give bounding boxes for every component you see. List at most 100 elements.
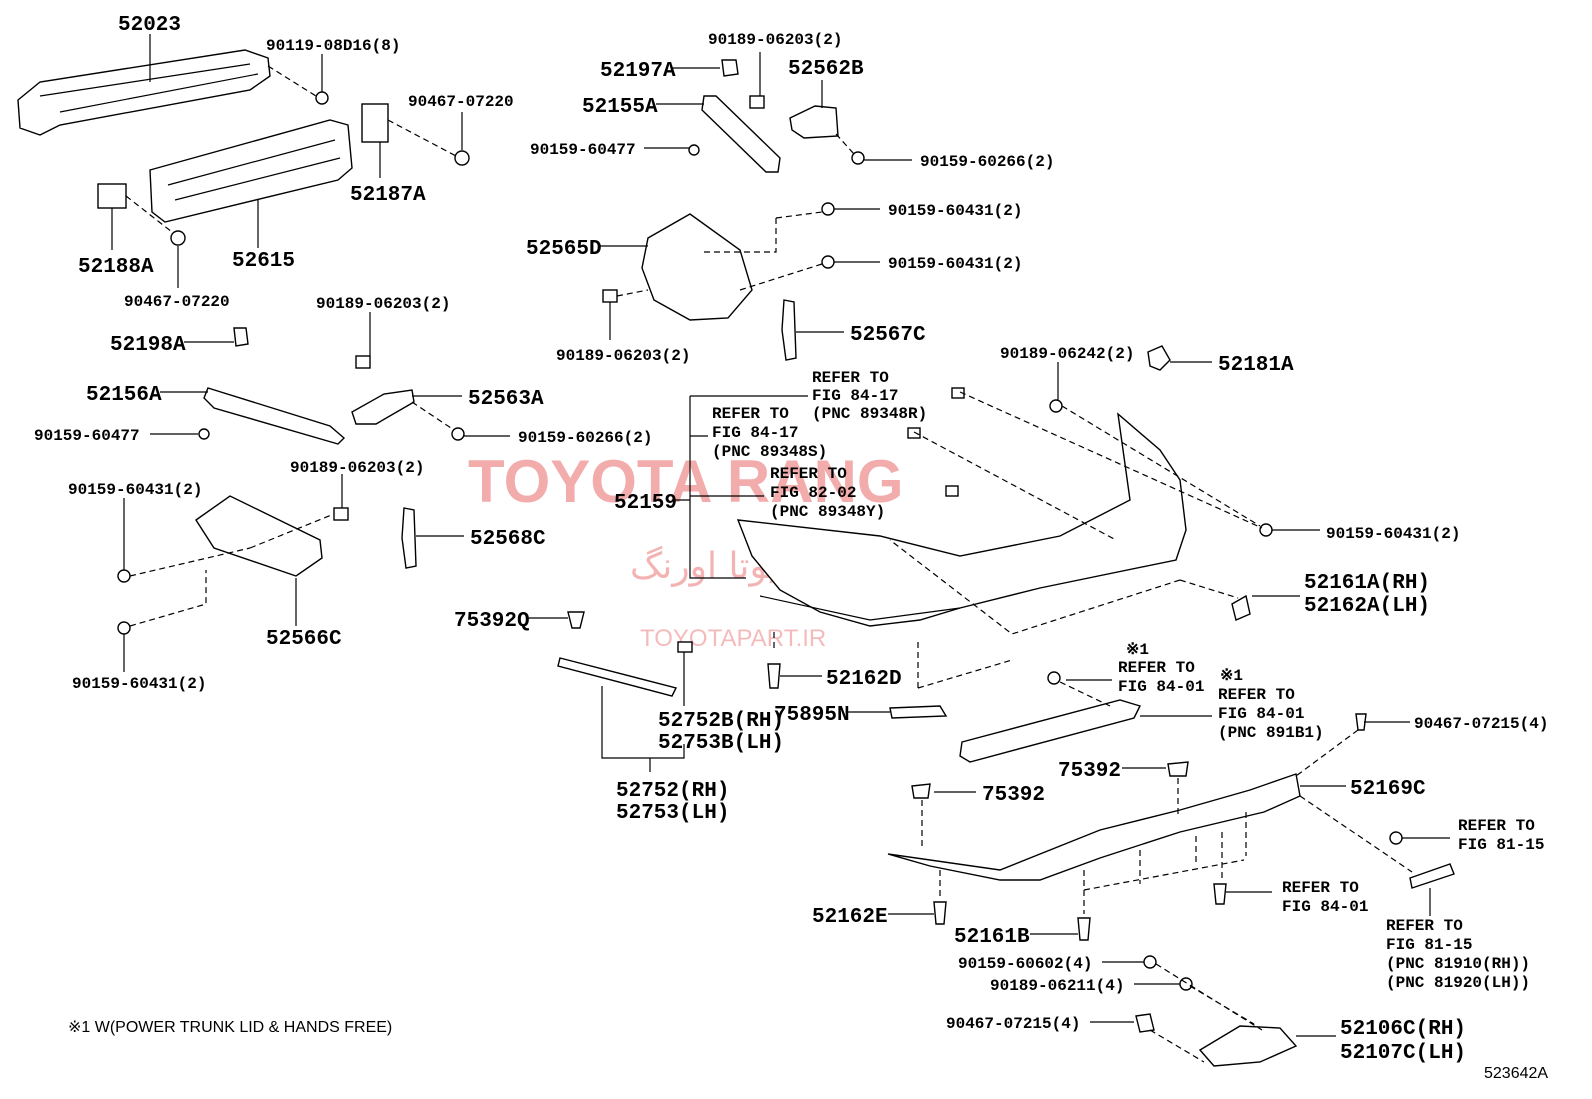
label-52187a: 52187A [350, 184, 426, 207]
label-90189-06203-mid: 90189-06203(2) [556, 347, 690, 365]
svg-text:FIG 81-15: FIG 81-15 [1458, 836, 1544, 854]
bracket-52187a-shape [361, 103, 389, 143]
svg-text:REFER TO: REFER TO [1118, 659, 1195, 677]
energy-absorber-shape [149, 119, 353, 223]
svg-text:REFER TO: REFER TO [770, 465, 847, 483]
figure-code: 523642A [1484, 1065, 1548, 1082]
screw-bump-a-shape [1049, 399, 1063, 413]
label-90159-60602: 90159-60602(4) [958, 955, 1092, 973]
cap-b-shape [170, 230, 186, 246]
label-90467-07220-b: 90467-07220 [124, 293, 230, 311]
svg-text:REFER TO: REFER TO [1282, 879, 1359, 897]
svg-text:REFER TO: REFER TO [1386, 917, 1463, 935]
screw-l3-shape [117, 569, 131, 583]
screw-r2-shape [821, 255, 835, 269]
clip-52752b-shape [677, 641, 693, 653]
cap-a-shape [454, 150, 470, 166]
clip-90467-r-shape [1355, 713, 1367, 731]
label-90119-08d16: 90119-08D16(8) [266, 37, 400, 55]
label-90189-06203-l: 90189-06203(2) [316, 295, 450, 313]
clip-r7-shape [1213, 883, 1227, 905]
screw-r1-shape [821, 202, 835, 216]
garnish-52106c-shape [1198, 1025, 1298, 1067]
leader-lines [111, 34, 1450, 1063]
lower-spoiler-52169c-shape [887, 773, 1301, 881]
nut-top-shape [749, 95, 765, 109]
label-52161a: 52161A(RH) [1304, 572, 1430, 595]
label-90189-06242: 90189-06242(2) [1000, 345, 1134, 363]
label-52568c: 52568C [470, 528, 546, 551]
screw-ret-shape [1047, 671, 1061, 685]
part-labels: 52023 90119-08D16(8) 90467-07220 52187A … [34, 14, 1548, 1065]
label-52107c: 52107C(LH) [1340, 1042, 1466, 1065]
svg-text:(PNC 81910(RH)): (PNC 81910(RH)) [1386, 955, 1530, 973]
label-52753b: 52753B(LH) [658, 732, 784, 755]
retainer-52156a-shape [203, 387, 346, 445]
screw-l2-shape [451, 427, 465, 441]
label-52198a: 52198A [110, 334, 186, 357]
label-90159-60266-top: 90159-60266(2) [920, 153, 1054, 171]
svg-text:FIG 84-17: FIG 84-17 [712, 424, 798, 442]
svg-text:REFER TO: REFER TO [1218, 686, 1295, 704]
label-52753: 52753(LH) [616, 802, 729, 825]
label-52563a: 52563A [468, 388, 544, 411]
label-52169c: 52169C [1350, 778, 1426, 801]
label-75392-a: 75392 [1058, 760, 1121, 783]
spacer-52568c-shape [401, 507, 417, 569]
clip-r1-shape [951, 387, 965, 399]
lower-retainer-shape [959, 699, 1141, 763]
ref-note-3: REFER TO FIG 82-02 (PNC 89348Y) [770, 465, 885, 521]
garnish-r8-shape [1409, 863, 1455, 889]
ref-note-4: ※1 REFER TO FIG 84-01 [1118, 641, 1204, 696]
clip-52162d-shape [767, 663, 781, 689]
svg-text:REFER TO: REFER TO [812, 369, 889, 387]
label-90159-60431-bump: 90159-60431(2) [1326, 525, 1460, 543]
screw-top-shape [851, 151, 865, 165]
svg-text:(PNC 81920(LH)): (PNC 81920(LH)) [1386, 974, 1530, 992]
clip-75392-b-shape [1167, 761, 1189, 777]
svg-text:※1: ※1 [1220, 667, 1243, 685]
label-52162d: 52162D [826, 668, 902, 691]
label-90159-60477-l: 90159-60477 [34, 427, 140, 445]
svg-text:FIG 84-01: FIG 84-01 [1118, 678, 1204, 696]
label-90159-60266-l: 90159-60266(2) [518, 429, 652, 447]
clip-75392-a-shape [911, 783, 931, 799]
rear-bumper-cover-shape [736, 412, 1187, 627]
clip-52162e-shape [933, 901, 947, 925]
clip-07215-b-shape [1135, 1013, 1155, 1033]
label-52565d: 52565D [526, 238, 602, 261]
label-90467-07215-b: 90467-07215(4) [946, 1015, 1080, 1033]
footnote: ※1 W(POWER TRUNK LID & HANDS FREE) [68, 1019, 392, 1036]
label-90467-07220-a: 90467-07220 [408, 93, 514, 111]
label-52162e: 52162E [812, 906, 888, 929]
bracket-52565d-shape [641, 213, 753, 321]
label-52197a: 52197A [600, 60, 676, 83]
label-52162a: 52162A(LH) [1304, 595, 1430, 618]
label-52023: 52023 [118, 14, 181, 37]
reflector-75895n-shape [889, 705, 948, 719]
label-75895n: 75895N [774, 704, 850, 727]
ref-note-8: REFER TO FIG 81-15 (PNC 81910(RH)) (PNC … [1386, 917, 1530, 992]
part-shapes [17, 49, 1455, 1067]
ref-note-2: REFER TO FIG 84-17 (PNC 89348S) [712, 405, 827, 461]
bracket-52566c-shape [195, 495, 323, 577]
garnish-52752-shape [557, 657, 678, 697]
label-90159-60431-l2: 90159-60431(2) [72, 675, 206, 693]
label-90159-60431-r2: 90159-60431(2) [888, 255, 1022, 273]
label-52156a: 52156A [86, 384, 162, 407]
svg-text:FIG 82-02: FIG 82-02 [770, 484, 856, 502]
svg-text:(PNC 89348Y): (PNC 89348Y) [770, 503, 885, 521]
screw-r6-shape [1389, 831, 1403, 845]
label-52752: 52752(RH) [616, 780, 729, 803]
label-52752b: 52752B(RH) [658, 710, 784, 733]
label-52159: 52159 [614, 492, 677, 515]
svg-text:※1: ※1 [1126, 641, 1149, 659]
label-52106c: 52106C(RH) [1340, 1018, 1466, 1041]
nut-l-shape [355, 355, 371, 369]
screw-52155a-shape [688, 144, 700, 156]
clip-r3-shape [945, 485, 959, 497]
label-90189-06203-top: 90189-06203(2) [708, 31, 842, 49]
nut-l2-shape [333, 507, 349, 521]
svg-text:FIG 81-15: FIG 81-15 [1386, 936, 1472, 954]
